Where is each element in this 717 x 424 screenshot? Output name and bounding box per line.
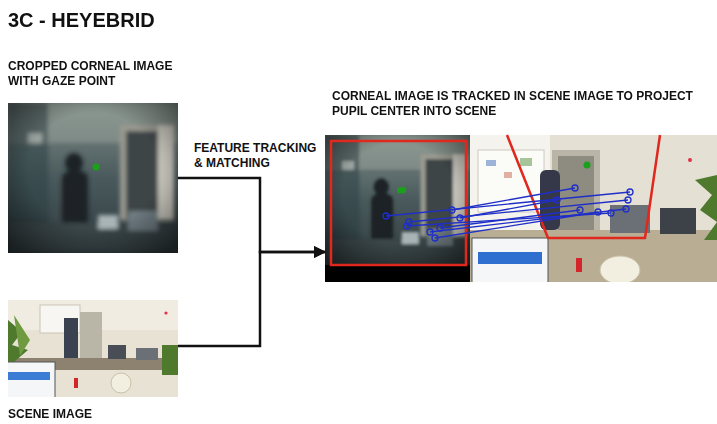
red-object	[74, 378, 78, 388]
panel-caption: CROPPED CORNEAL IMAGE WITH GAZE POINT	[8, 59, 178, 89]
note	[486, 160, 496, 166]
plant	[162, 345, 178, 375]
door	[558, 156, 594, 234]
plant	[695, 175, 717, 240]
keypoint	[572, 185, 578, 191]
keypoint	[554, 197, 560, 203]
keypoint	[623, 206, 629, 212]
lamp	[600, 256, 640, 282]
corneal-photo	[8, 103, 178, 253]
keypoint	[383, 213, 389, 219]
panel-caption: SCENE IMAGE	[8, 407, 178, 422]
red-dot	[688, 158, 692, 162]
screen-bar	[478, 252, 542, 264]
wall	[470, 135, 717, 282]
lamp	[111, 373, 131, 393]
door	[80, 312, 102, 360]
corneal-photo	[325, 135, 470, 265]
keypoint	[449, 207, 455, 213]
keypoint	[595, 209, 601, 215]
keypoint	[457, 215, 463, 221]
coat	[64, 318, 78, 358]
monitor	[108, 345, 126, 359]
keypoint	[608, 210, 614, 216]
panel-caption: CORNEAL IMAGE IS TRACKED IN SCENE IMAGE …	[325, 89, 717, 119]
keypoint	[427, 229, 433, 235]
scene-photo	[470, 135, 717, 282]
note	[520, 158, 532, 166]
connector-label: FEATURE TRACKING & MATCHING	[194, 141, 322, 171]
keypoint	[625, 197, 631, 203]
black-strip	[325, 265, 470, 282]
red-dot	[164, 311, 167, 314]
scene-content	[8, 305, 178, 397]
scene-photo	[8, 300, 178, 397]
clutter	[136, 348, 158, 360]
match-line	[440, 210, 580, 228]
keypoint	[437, 225, 443, 231]
clutter	[610, 205, 650, 233]
monitor	[472, 238, 548, 282]
scene-content	[470, 135, 717, 282]
red-object	[576, 258, 582, 272]
monitor	[8, 362, 55, 397]
keypoint	[404, 223, 410, 229]
tracking-box	[331, 141, 466, 265]
image-panel: CROPPED CORNEAL IMAGE WITH GAZE POINT	[8, 59, 178, 253]
image-panel: SCENE IMAGE	[8, 300, 178, 422]
flow-connector	[178, 178, 325, 252]
image-panel: CORNEAL IMAGE IS TRACKED IN SCENE IMAGE …	[325, 89, 717, 282]
gaze-point	[584, 162, 591, 169]
keypoint	[432, 235, 438, 241]
feature-matches	[383, 185, 633, 241]
flow-connector	[178, 252, 325, 346]
gaze-point	[400, 187, 406, 193]
keypoint	[577, 207, 583, 213]
match-line	[452, 188, 575, 210]
keypoint	[627, 189, 633, 195]
chair	[660, 208, 696, 234]
note	[504, 172, 512, 178]
screen-bar	[8, 372, 50, 380]
plant	[14, 315, 30, 356]
diagram-title: 3C - HEYEBRID	[8, 8, 155, 32]
